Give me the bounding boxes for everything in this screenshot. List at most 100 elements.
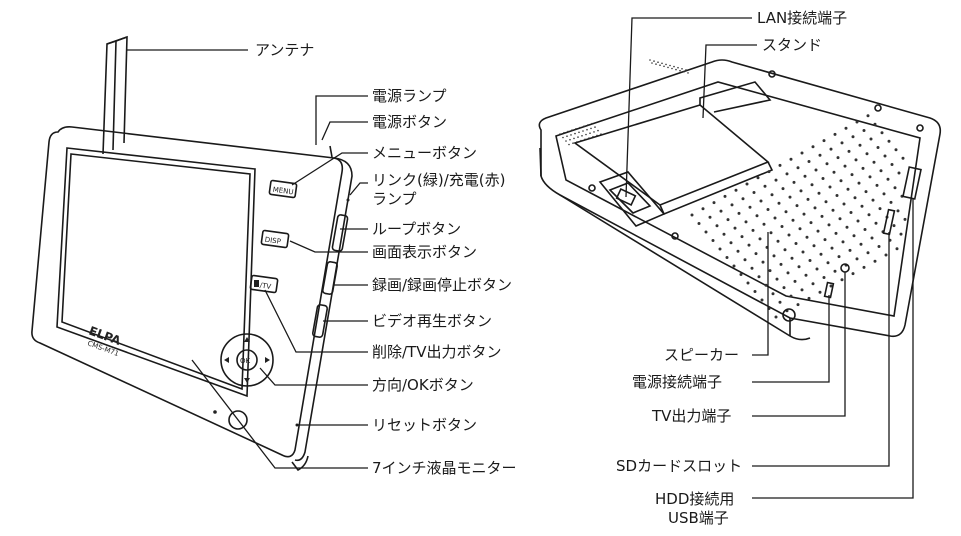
vent-dot (799, 189, 803, 193)
vent-dot (577, 136, 579, 138)
vent-dot (863, 228, 867, 231)
vent-dot (774, 178, 778, 182)
record-button-shape[interactable] (321, 261, 339, 295)
vent-dot (783, 248, 787, 252)
vent-dot (600, 133, 602, 135)
vent-dot (649, 59, 651, 61)
vent-dot (761, 260, 765, 264)
vent-dot (571, 129, 573, 131)
vent-dot (725, 256, 729, 259)
vent-dot (862, 129, 866, 132)
vent-dot (751, 228, 755, 232)
vent-dot (899, 232, 903, 236)
vent-dot (796, 166, 800, 170)
vent-dot (591, 122, 593, 125)
vent-dot (675, 68, 677, 71)
vent-dot (805, 235, 809, 239)
label-power-lamp: 電源ランプ (372, 87, 447, 105)
label-record-button: 録画/録画停止ボタン (372, 276, 512, 294)
reset-button[interactable] (228, 410, 248, 430)
vent-dot (817, 191, 821, 195)
vent-dot (776, 239, 780, 243)
vent-dot (589, 132, 591, 134)
vent-dot (719, 209, 723, 213)
label-delete-tv-button: 削除/TV出力ボタン (372, 343, 501, 361)
vent-dot (784, 210, 788, 214)
vent-dot (832, 170, 836, 174)
vent-dot (878, 207, 882, 211)
vent-dot (768, 269, 772, 273)
vent-dot (869, 137, 873, 141)
link-lamp-dot (346, 198, 350, 202)
vent-dot (586, 128, 588, 131)
vent-dot (762, 222, 766, 226)
vent-dot (766, 208, 770, 211)
vent-dot (771, 292, 775, 296)
vent-dot (736, 249, 740, 253)
vent-dot (851, 135, 855, 139)
vent-dot (592, 135, 594, 138)
vent-dot (813, 206, 817, 210)
direction-pad[interactable]: OK (220, 333, 274, 387)
vent-dot (756, 176, 760, 180)
vent-dot (871, 198, 875, 202)
vent-dot (846, 187, 850, 191)
label-link-lamp-line2: ランプ (372, 190, 417, 208)
vent-dot (579, 126, 581, 129)
vent-dot (839, 179, 843, 183)
loop-button-shape[interactable] (331, 214, 349, 252)
vent-dot (874, 221, 878, 225)
vent-dot (866, 251, 870, 255)
vent-dot (580, 139, 582, 142)
menu-button[interactable]: MENU (268, 179, 298, 199)
vent-dot (903, 217, 907, 221)
vent-dot (671, 67, 673, 70)
vent-dot (867, 213, 871, 217)
vent-dot (789, 157, 793, 161)
delete-tv-button[interactable]: /TV (249, 274, 279, 294)
vent-dot (844, 126, 848, 130)
label-hdd-usb-line2: USB端子 (668, 509, 729, 527)
label-tv-out: TV出力端子 (651, 407, 731, 425)
vent-dot (567, 130, 569, 133)
vent-dot (810, 183, 814, 187)
vent-dot (889, 200, 893, 204)
vent-dot (578, 131, 580, 134)
vent-dot (843, 164, 847, 168)
vent-dot (833, 269, 837, 273)
vent-dot (757, 275, 761, 279)
vent-dot (852, 234, 856, 238)
vent-dot (886, 177, 890, 181)
vent-dot (856, 219, 860, 223)
vent-dot (715, 224, 719, 228)
vent-dot (787, 233, 791, 237)
vent-dot (895, 247, 899, 251)
vent-dot (893, 186, 897, 190)
arrow-up-icon (244, 337, 250, 342)
video-play-button-shape[interactable] (311, 304, 329, 338)
vent-dot (781, 187, 785, 191)
vent-dot (836, 156, 840, 160)
vent-dot (860, 204, 864, 208)
vent-dot (565, 140, 567, 142)
vent-dot (741, 197, 745, 201)
vent-dot (708, 215, 712, 219)
vent-dot (800, 288, 804, 292)
label-speaker: スピーカー (664, 346, 739, 364)
vent-dot (807, 160, 811, 163)
vent-dot (563, 131, 565, 134)
vent-dot (815, 267, 819, 271)
vent-dot (876, 146, 880, 149)
vent-dot (730, 203, 734, 207)
vent-dot (568, 143, 570, 146)
vent-dot (583, 125, 585, 127)
vent-dot (711, 239, 715, 242)
left-vent (559, 122, 602, 146)
vent-dot (897, 171, 901, 175)
vent-dot (743, 258, 747, 262)
vent-dot (791, 218, 795, 222)
vent-dot (562, 136, 564, 139)
vent-dot (718, 247, 722, 251)
disp-button[interactable]: DISP (260, 229, 290, 249)
vent-dot (594, 126, 596, 128)
